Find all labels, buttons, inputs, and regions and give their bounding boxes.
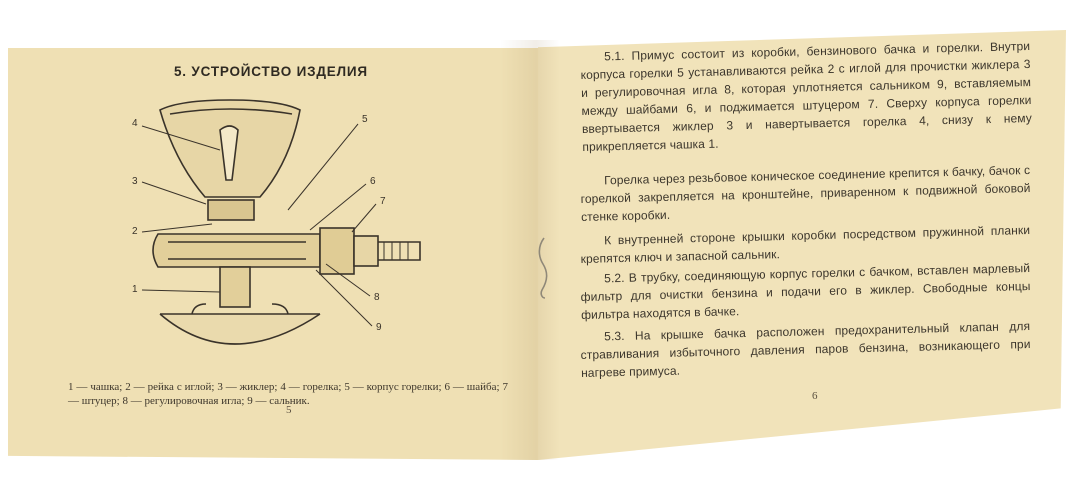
page-number-right: 6	[812, 390, 818, 402]
callout-8: 8	[374, 292, 380, 303]
paragraph-text: 5.1. Примус состоит из коробки, бензинов…	[580, 39, 1033, 154]
section-title: 5. УСТРОЙСТВО ИЗДЕЛИЯ	[174, 64, 368, 79]
callout-2: 2	[132, 226, 138, 237]
callout-3: 3	[132, 176, 138, 187]
paragraph-text: 5.3. На крышке бачка расположен предохра…	[580, 319, 1031, 380]
paragraph-text: Горелка через резьбовое коническое соеди…	[580, 163, 1031, 224]
paragraph-5-2: 5.2. В трубку, соединяющую корпус горелк…	[580, 259, 1031, 324]
callout-1: 1	[132, 284, 138, 295]
callout-7: 7	[380, 196, 386, 207]
primus-burner-diagram: 4 5 6 7 3 2 1 8 9	[132, 99, 421, 345]
callout-9: 9	[376, 322, 382, 333]
callout-4: 4	[132, 118, 138, 129]
callout-6: 6	[370, 176, 376, 187]
diagram-legend: 1 — чашка; 2 — рейка с иглой; 3 — жиклер…	[68, 381, 508, 407]
paragraph-burner-mount: Горелка через резьбовое коническое соеди…	[580, 161, 1031, 226]
paragraph-5-3: 5.3. На крышке бачка расположен предохра…	[580, 317, 1031, 382]
spine-shadow	[500, 40, 560, 460]
paragraph-text: 5.2. В трубку, соединяющую корпус горелк…	[580, 261, 1031, 322]
paragraph-5-1: 5.1. Примус состоит из коробки, бензинов…	[580, 37, 1033, 156]
staple-icon	[538, 237, 548, 299]
right-page	[538, 30, 1066, 460]
page-number-left: 5	[286, 404, 292, 416]
callout-5: 5	[362, 114, 368, 125]
